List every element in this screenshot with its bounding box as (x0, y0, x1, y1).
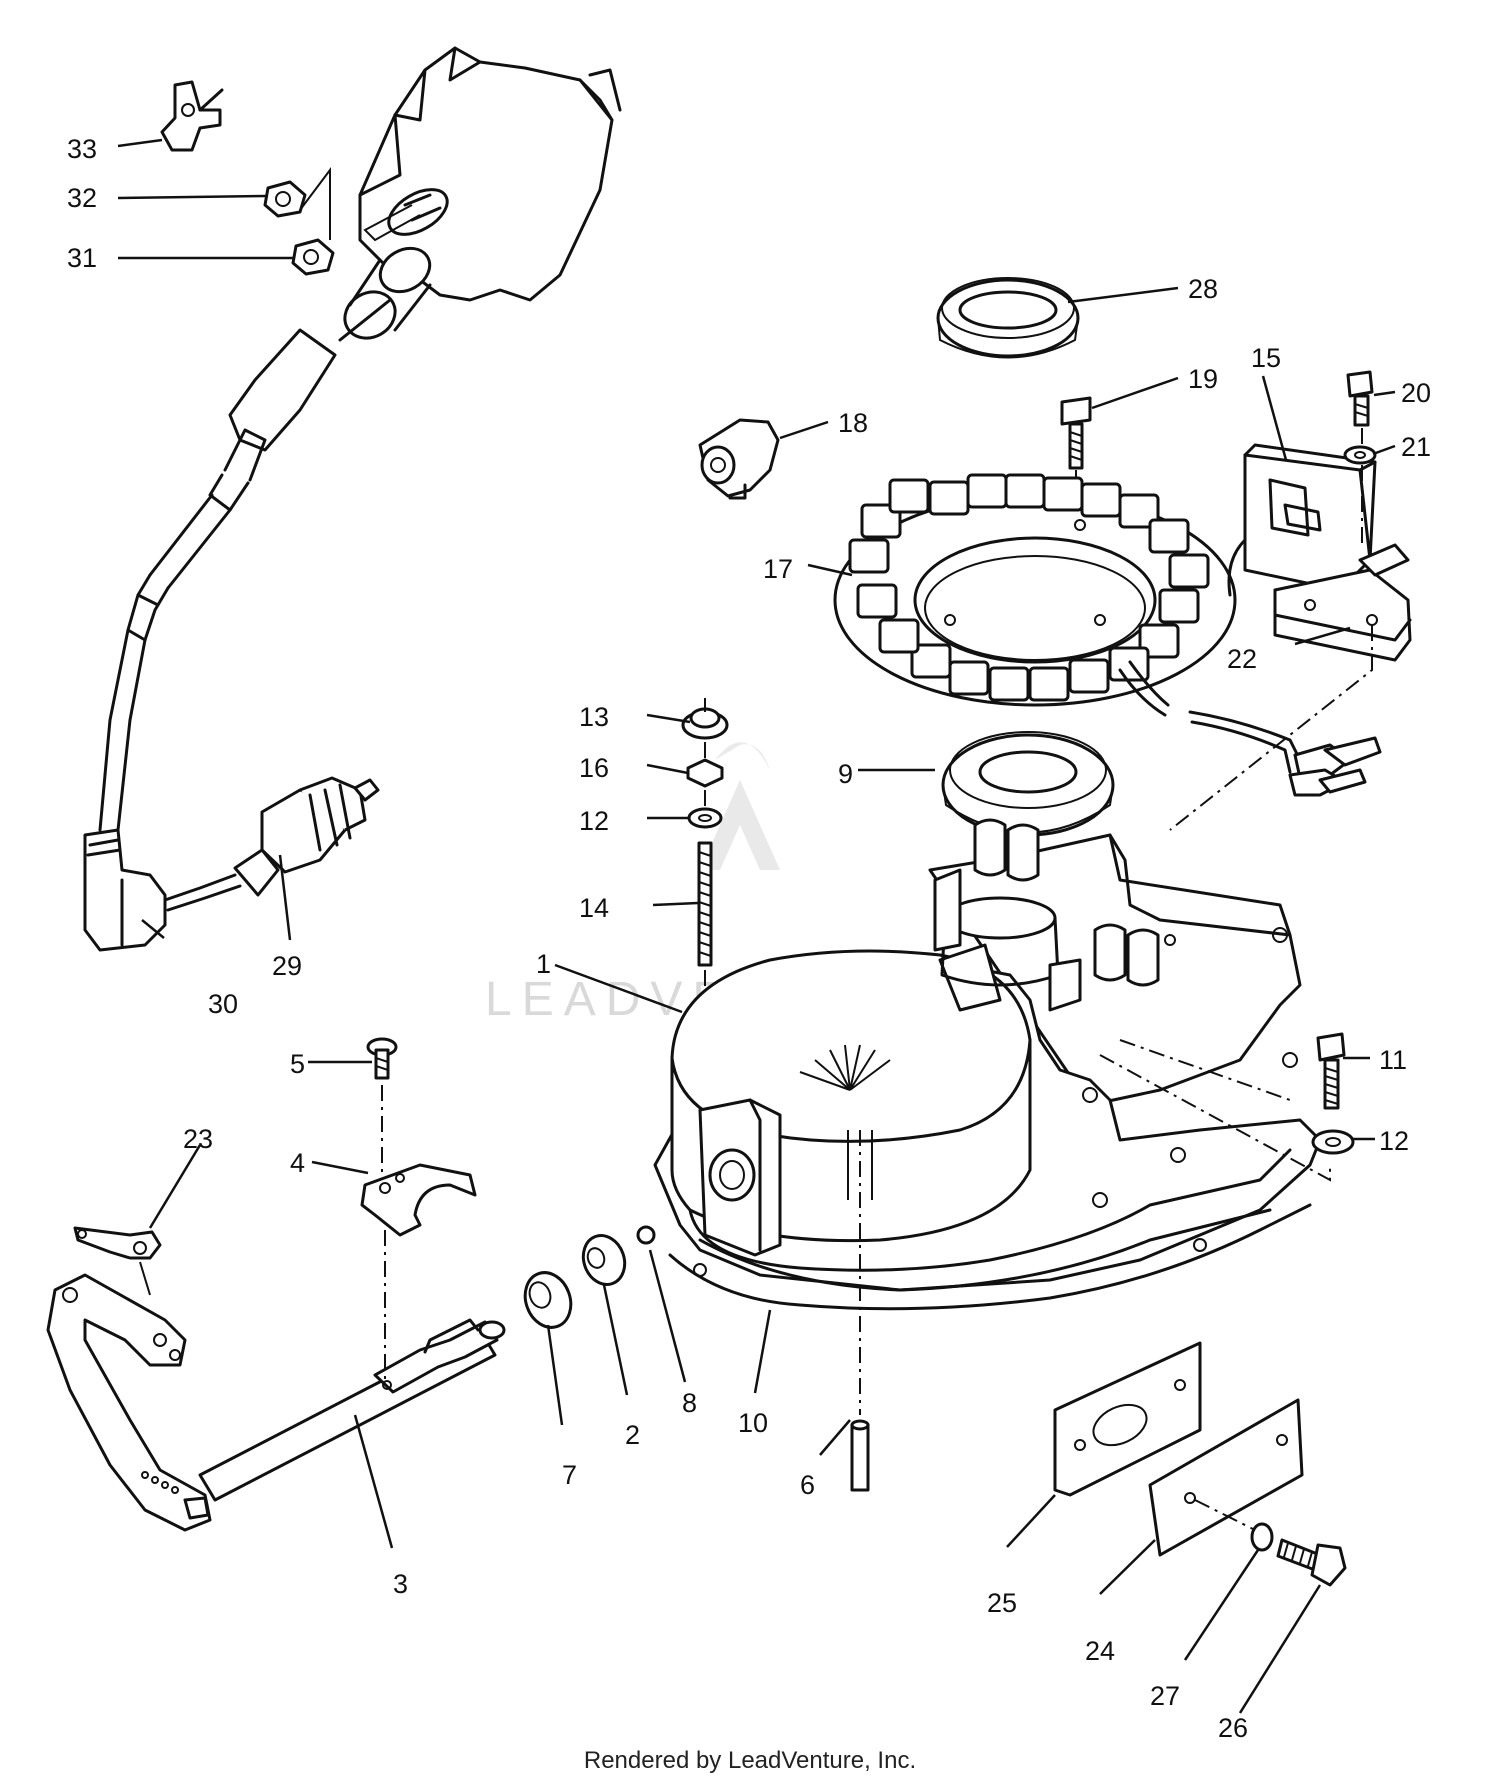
callout-23: 23 (183, 1124, 213, 1154)
callout-10: 10 (738, 1408, 768, 1438)
callout-9: 9 (838, 759, 853, 789)
spacer-washer-9 (941, 731, 1115, 837)
callout-16: 16 (579, 753, 609, 783)
wire-clip-33 (160, 80, 224, 152)
stator-lead-wires (1118, 660, 1382, 797)
gasket-10 (668, 1203, 1312, 1311)
screw-dash-line (381, 1085, 386, 1380)
callout-17: 17 (763, 554, 793, 584)
throttle-arm (46, 1273, 212, 1532)
plate-dash-line (1194, 1499, 1256, 1531)
gasket-25 (1053, 1341, 1202, 1497)
housing-bolt-dash-line (1099, 1039, 1331, 1182)
stator-bolt-19 (1060, 396, 1092, 525)
callout-1: 1 (536, 949, 551, 979)
callout-14: 14 (579, 893, 609, 923)
ball-8 (636, 1225, 656, 1245)
bushing-2 (581, 1234, 627, 1286)
callout-30: 30 (208, 989, 238, 1019)
housing-bolt-11 (1316, 1032, 1346, 1110)
washer-12-lower (1311, 1129, 1355, 1155)
callout-32: 32 (67, 183, 97, 213)
link-clip-23 (73, 1226, 162, 1260)
callout-numbers: 33 32 31 28 19 15 20 21 18 17 22 13 16 1… (67, 134, 1431, 1743)
screw-5 (366, 1037, 398, 1080)
credit-line: Rendered by LeadVenture, Inc. (584, 1747, 916, 1774)
callout-18: 18 (838, 408, 868, 438)
callout-11: 11 (1379, 1045, 1407, 1075)
leader-lines (117, 138, 1396, 1714)
flange-nut-13 (681, 707, 729, 740)
callout-27: 27 (1150, 1681, 1180, 1711)
plate-24 (1148, 1398, 1304, 1557)
coil-nut-31 (291, 238, 335, 276)
rectifier-15 (1227, 443, 1377, 597)
callout-12-lower: 12 (1379, 1126, 1409, 1156)
callout-7: 7 (562, 1460, 577, 1490)
callout-31: 31 (67, 243, 97, 273)
callout-19: 19 (1188, 364, 1218, 394)
callout-12-upper: 12 (579, 806, 609, 836)
bolt-26 (1276, 1538, 1347, 1587)
lock-washer-27 (1250, 1522, 1274, 1552)
callout-26: 26 (1218, 1713, 1248, 1743)
callout-29: 29 (272, 951, 302, 981)
callout-2: 2 (625, 1420, 640, 1450)
callout-20: 20 (1401, 378, 1431, 408)
oil-seal-28 (936, 277, 1080, 359)
lock-washer-12-upper (687, 807, 723, 829)
watermark-logo (700, 742, 780, 870)
callout-5: 5 (290, 1049, 305, 1079)
callout-15: 15 (1251, 343, 1281, 373)
stud-14 (697, 841, 713, 967)
dowel-pin-6 (847, 1130, 873, 1492)
stator-17 (833, 473, 1237, 707)
washer-21 (1343, 445, 1377, 465)
spark-plug-boot (83, 828, 167, 952)
governor-plate-4 (360, 1163, 477, 1237)
callout-28: 28 (1188, 274, 1218, 304)
seal-7 (523, 1271, 573, 1329)
callout-33: 33 (67, 134, 97, 164)
bracket-bolt-20 (1346, 370, 1374, 427)
callout-24: 24 (1085, 1636, 1115, 1666)
callout-3: 3 (393, 1569, 408, 1599)
callout-8: 8 (682, 1388, 697, 1418)
callout-13: 13 (579, 702, 609, 732)
coil-nut-32 (263, 180, 307, 218)
governor-shaft-3 (198, 1318, 506, 1502)
callout-25: 25 (987, 1588, 1017, 1618)
ignition-coil (338, 46, 622, 342)
coil-stud-dash-line (299, 167, 331, 240)
clip-link-line (139, 1261, 151, 1296)
wire-connector-18 (698, 418, 780, 500)
callout-6: 6 (800, 1470, 815, 1500)
engine-housing-1 (653, 818, 1322, 1292)
spark-plug-wire (98, 328, 337, 832)
hex-nut-16 (686, 758, 724, 788)
spark-plug (163, 776, 380, 912)
mounting-bracket-22 (1273, 543, 1412, 662)
rectifier-dash-line (1169, 428, 1373, 831)
callout-4: 4 (290, 1148, 305, 1178)
callout-21: 21 (1401, 432, 1431, 462)
callout-22: 22 (1227, 644, 1257, 674)
